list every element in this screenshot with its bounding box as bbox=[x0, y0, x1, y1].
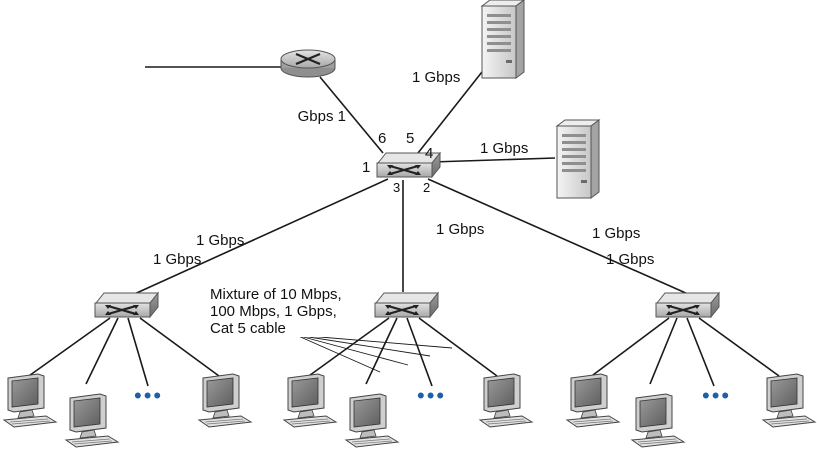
right-switch bbox=[654, 291, 721, 319]
ellipsis-left: ••• bbox=[134, 383, 164, 408]
port-label-4: 4 bbox=[425, 145, 434, 162]
router bbox=[279, 48, 337, 79]
router-to-core-link bbox=[319, 76, 384, 154]
cable-note-line-3: Cat 5 cable bbox=[210, 320, 286, 337]
cable-note: Mixture of 10 Mbps, 100 Mbps, 1 Gbps, Ca… bbox=[208, 286, 344, 337]
port-label-5: 5 bbox=[406, 130, 415, 147]
middle-switch bbox=[373, 291, 440, 319]
pc-middle-2 bbox=[345, 393, 399, 448]
core-to-top-server-link bbox=[417, 57, 494, 154]
top-server bbox=[481, 0, 525, 79]
right-server bbox=[556, 119, 600, 199]
ellipsis-right: ••• bbox=[702, 383, 732, 408]
port-label-1: 1 bbox=[362, 159, 371, 176]
port-label-3: 3 bbox=[393, 180, 401, 195]
pc-right-2 bbox=[631, 393, 685, 448]
core-to-right-switch-link bbox=[427, 178, 689, 295]
links bbox=[25, 57, 780, 387]
link-label-right-b: 1 Gbps bbox=[606, 251, 655, 268]
link-label-left-b: 1 Gbps bbox=[153, 251, 202, 268]
left-switch bbox=[93, 291, 160, 319]
pc-middle-1 bbox=[283, 373, 337, 428]
core-to-left-switch-link bbox=[129, 178, 389, 297]
port-label-2: 2 bbox=[423, 180, 431, 195]
link-label-right-server: 1 Gbps bbox=[480, 140, 529, 157]
port-label-6: 6 bbox=[378, 130, 387, 147]
pc-left-3 bbox=[198, 373, 252, 428]
core-to-right-server-link bbox=[431, 157, 556, 163]
link-label-right: 1 Gbps bbox=[592, 225, 641, 242]
pc-middle-3 bbox=[479, 373, 533, 428]
cable-note-line-2: 100 Mbps, 1 Gbps, bbox=[210, 303, 337, 320]
pc-left-1 bbox=[3, 373, 57, 428]
link-label-middle: 1 Gbps bbox=[436, 221, 485, 238]
cable-note-line-1: Mixture of 10 Mbps, bbox=[210, 286, 342, 303]
pc-right-3 bbox=[762, 373, 816, 428]
pc-right-1 bbox=[566, 373, 620, 428]
cable-note-leaders bbox=[295, 334, 453, 373]
link-label-router: 1 Gbps bbox=[297, 108, 346, 125]
pc-left-2 bbox=[65, 393, 119, 448]
link-label-left: 1 Gbps bbox=[196, 232, 245, 249]
ellipsis-middle: ••• bbox=[417, 383, 447, 408]
link-label-top-server: 1 Gbps bbox=[412, 69, 461, 86]
